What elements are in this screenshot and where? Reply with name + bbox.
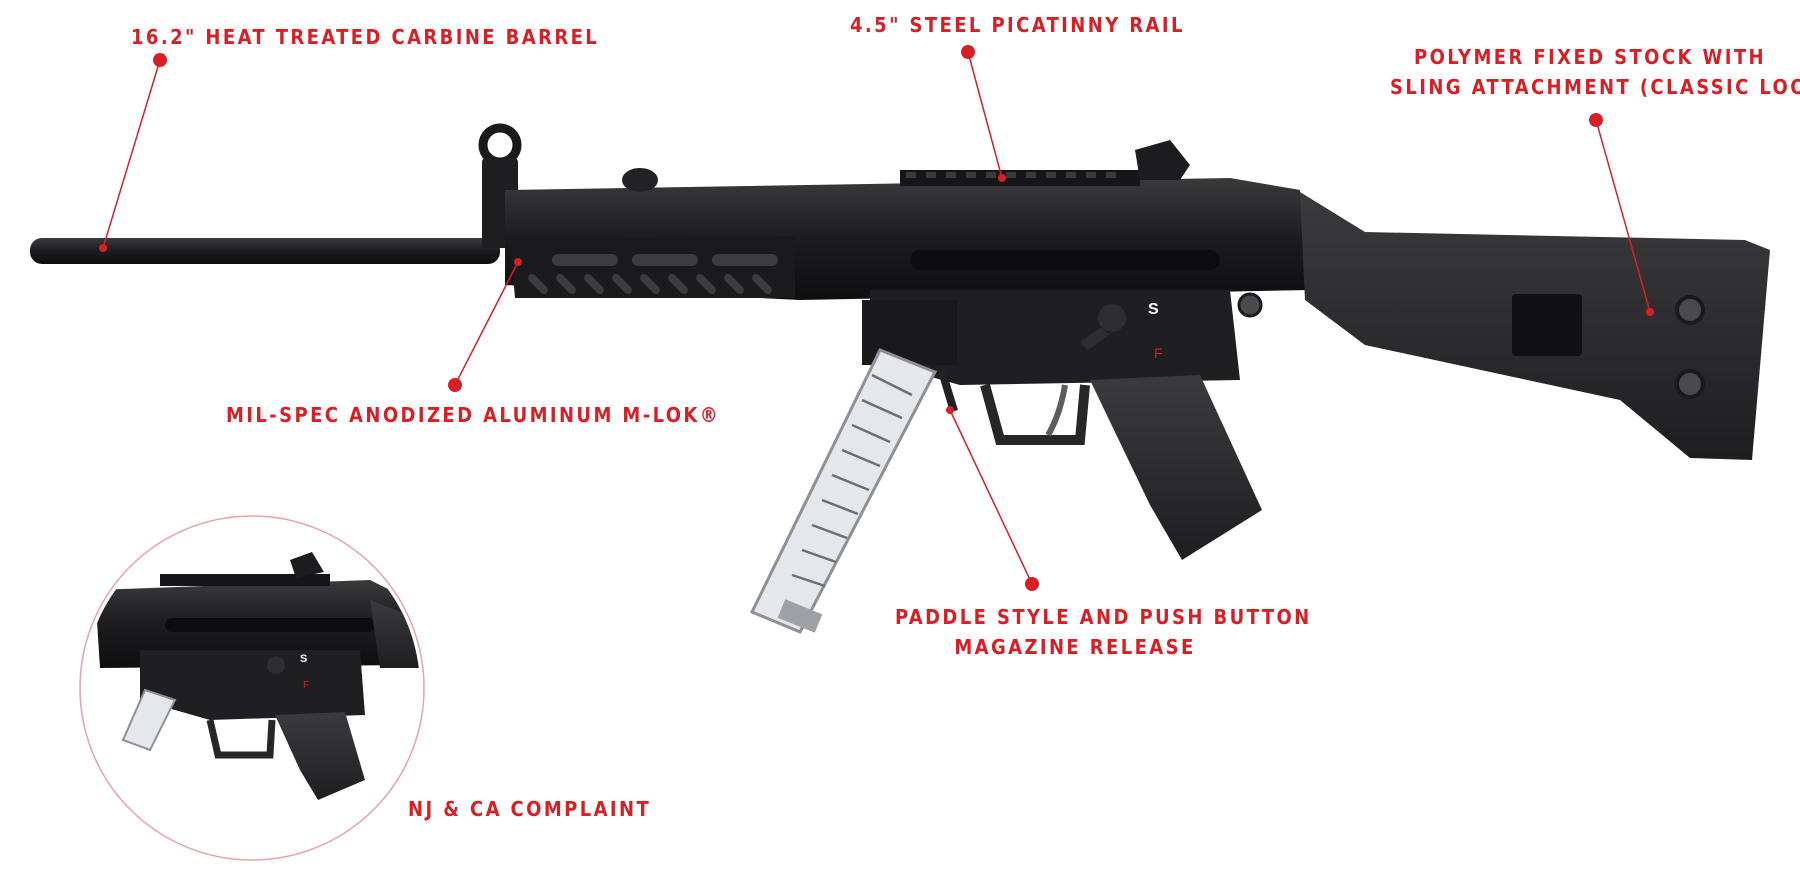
handguard-shape: [510, 236, 795, 298]
handguard-callout-label: MIL-SPEC ANODIZED ALUMINUM M-LOK®: [226, 403, 721, 427]
magazine-shape: [749, 348, 938, 634]
picatinny-rail-shape: [900, 170, 1140, 186]
rear-sight: [1135, 140, 1190, 180]
selector-lever: S F: [1080, 301, 1163, 361]
mag-release-target-dot: [946, 406, 954, 414]
barrel-target-dot: [99, 244, 107, 252]
compliance-callout-label: NJ & CA COMPLAINT: [408, 797, 652, 821]
trigger: [1045, 384, 1068, 437]
rail-target-dot: [998, 174, 1006, 182]
callout-dots: [99, 45, 1654, 591]
lower-receiver: [870, 290, 1240, 385]
rail-callout-label: 4.5" STEEL PICATINNY RAIL: [850, 13, 1185, 37]
receiver-groove: [910, 250, 1220, 270]
mag-release-paddle: [938, 368, 958, 412]
rifle-image: S F: [30, 123, 1770, 634]
stock-screw-lower: [1675, 369, 1705, 399]
mag-release-callout-line2: MAGAZINE RELEASE: [954, 635, 1196, 659]
callout-leaders: [102, 51, 1651, 585]
selector-fire-mark: F: [1154, 345, 1163, 361]
pistol-grip: [1090, 375, 1262, 560]
stock-callout-label: POLYMER FIXED STOCK WITH SLING ATTACHMEN…: [1390, 42, 1800, 102]
trigger-guard: [980, 383, 1090, 445]
cocking-knob: [622, 168, 658, 192]
compliance-inset: S F: [79, 515, 425, 861]
barrel-callout-dot: [153, 53, 167, 67]
barrel-shape: [30, 238, 500, 264]
handguard-target-dot: [514, 258, 522, 266]
inset-safe-mark: S: [300, 653, 307, 665]
selector-safe-mark: S: [1148, 301, 1159, 318]
stock-callout-line1: POLYMER FIXED STOCK WITH: [1414, 45, 1766, 69]
sling-attachment: [1512, 294, 1582, 356]
mag-release-callout-dot: [1025, 577, 1039, 591]
mag-release-callout-line1: PADDLE STYLE AND PUSH BUTTON: [895, 605, 1312, 629]
rail-callout-dot: [961, 45, 975, 59]
receiver-pin: [1237, 292, 1263, 318]
barrel-callout-label: 16.2" HEAT TREATED CARBINE BARREL: [131, 25, 600, 49]
handguard-callout-dot: [448, 378, 462, 392]
inset-fire-mark: F: [303, 680, 309, 691]
stock-callout-dot: [1589, 113, 1603, 127]
stock-target-dot: [1646, 308, 1654, 316]
stock-screw-upper: [1675, 295, 1705, 325]
mag-release-callout-label: PADDLE STYLE AND PUSH BUTTON MAGAZINE RE…: [895, 602, 1312, 662]
stock-callout-line2: SLING ATTACHMENT (CLASSIC LOOK): [1390, 75, 1800, 99]
inset-image: S F: [95, 552, 420, 800]
